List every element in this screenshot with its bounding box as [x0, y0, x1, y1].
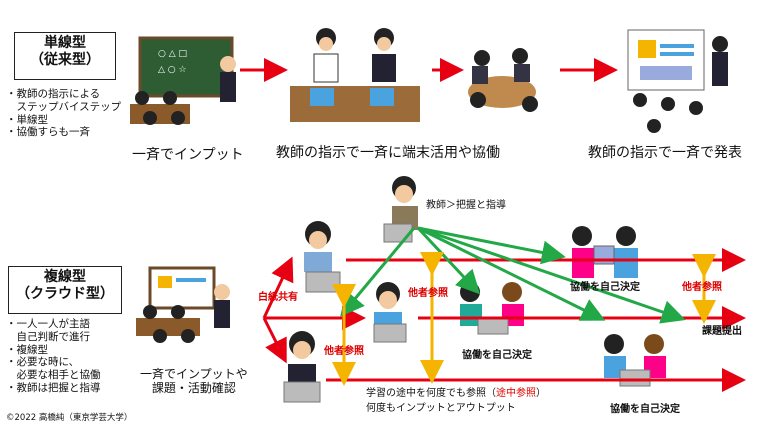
- midway-highlight: 途中参照: [496, 388, 536, 399]
- multi-track-title-box: 複線型 （クラウド型）: [8, 266, 122, 314]
- branch-arrow-up: [262, 256, 294, 319]
- single-track-bullets: ・教師の指示による ステップバイステップ ・単線型 ・協働すらも一斉: [6, 88, 121, 139]
- bullet: ステップバイステップ: [6, 100, 122, 113]
- input-caption: 一斉でインプットや 課題・活動確認: [140, 367, 248, 396]
- step1-caption: 一斉でインプット: [132, 147, 244, 163]
- student-boy-laptop-bottom: [283, 331, 321, 403]
- branch-arrow-down: [262, 317, 287, 364]
- peer-ref-label-left: 他者参照: [324, 346, 364, 357]
- bullet: ・一人一人が主語: [6, 318, 90, 330]
- midway-reference-note: 学習の途中を何度でも参照（途中参照）: [366, 388, 546, 400]
- input-caption-line2: 課題・活動確認: [151, 380, 236, 395]
- teacher-laptop-illustration: [383, 176, 418, 243]
- bullet: ・複線型: [6, 343, 48, 356]
- bullet: ・教師は把握と指導: [6, 381, 101, 394]
- pair-tablet-illustration: [572, 226, 638, 278]
- single-track-title-box: 単線型 （従来型）: [14, 32, 116, 80]
- classroom-lecture-illustration: ○ △ □ △ ○ ☆: [130, 36, 236, 125]
- peer-ref-label-right: 他者参照: [682, 282, 722, 293]
- in-out-note: 何度もインプットとアウトプット: [366, 403, 516, 414]
- multi-track-subtitle: （クラウド型）: [16, 285, 114, 302]
- student-boy-laptop-center: [373, 282, 407, 343]
- single-track-title: 単線型: [44, 35, 86, 51]
- input-caption-line1: 一斉でインプットや: [140, 367, 248, 381]
- midway-post: ）: [536, 388, 546, 399]
- pair-laptop-illustration-middle: [460, 282, 524, 335]
- students-tablet-illustration: [290, 28, 420, 122]
- midway-pre: 学習の途中を何度でも参照（: [366, 388, 496, 399]
- bullet: 必要な相手と協働: [6, 369, 101, 382]
- svg-text:△ ○ ☆: △ ○ ☆: [158, 65, 187, 75]
- bullet: ・必要な時に、: [6, 356, 80, 369]
- credit: ©2022 高橋純（東京学芸大学）: [6, 413, 133, 423]
- presentation-illustration: [627, 29, 728, 133]
- step3-caption: 教師の指示で一斉で発表: [588, 145, 742, 161]
- bullet: ・単線型: [6, 113, 48, 126]
- collab-label-bottom: 協働を自己決定: [610, 404, 680, 415]
- green-arrow-4: [417, 226, 606, 321]
- bullet: ・教師の指示による: [6, 88, 101, 100]
- single-track-subtitle: （従来型）: [30, 51, 100, 68]
- teacher-note: 教師＞把握と指導: [426, 200, 506, 211]
- svg-text:○ △ □: ○ △ □: [158, 49, 187, 59]
- pair-laptop-illustration-bottom: [604, 334, 666, 387]
- green-arrow-5: [417, 226, 686, 324]
- collab-label-middle: 協働を自己決定: [462, 350, 532, 361]
- student-girl-laptop: [304, 221, 341, 293]
- multi-track-bullets: ・一人一人が主語 自己判断で進行 ・複線型 ・必要な時に、 必要な相手と協働 ・…: [6, 318, 101, 395]
- green-arrow-2: [417, 226, 566, 265]
- multi-track-title: 複線型: [44, 269, 86, 285]
- group-work-illustration: [468, 48, 538, 112]
- bullet: ・協働すらも一斉: [6, 126, 90, 139]
- classroom-input-illustration: [136, 266, 230, 343]
- collab-label-top: 協働を自己決定: [570, 282, 640, 293]
- blank-share-label: 白紙共有: [258, 292, 298, 303]
- peer-ref-label-center: 他者参照: [408, 288, 448, 299]
- green-arrow-3: [416, 226, 481, 295]
- submit-label: 課題提出: [702, 326, 742, 337]
- step2-caption: 教師の指示で一斉に端末活用や協働: [276, 145, 500, 161]
- bullet: 自己判断で進行: [6, 330, 90, 343]
